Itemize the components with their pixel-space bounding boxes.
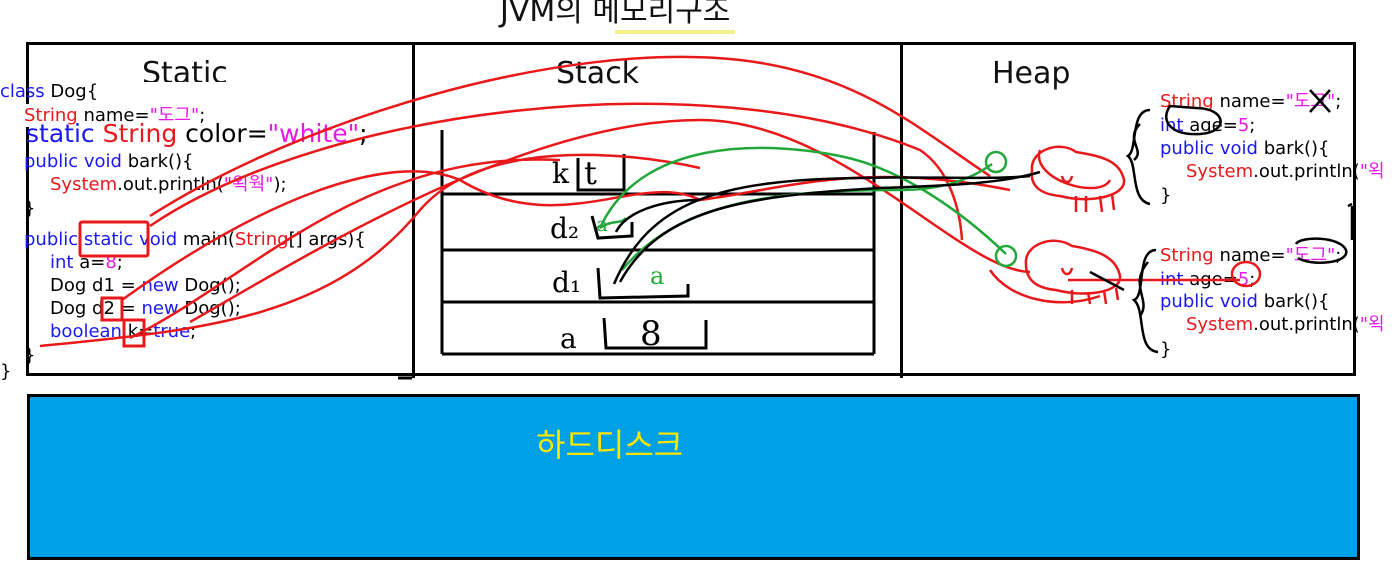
code-line-class: class Dog{ [0, 80, 98, 103]
stack-slot-a-value: 8 [640, 314, 662, 354]
heap-column-title: Heap [992, 56, 1071, 91]
code-type: String [102, 119, 178, 148]
code-text: ; [1335, 91, 1342, 112]
code-text: ; [199, 105, 206, 126]
heap-obj1-bark: public void bark(){ [1160, 137, 1329, 160]
stack-slot-k-label: k [552, 157, 569, 190]
stack-heap-divider [900, 42, 903, 378]
code-line-close-bark: } [24, 198, 36, 219]
code-text: ; [190, 321, 197, 342]
code-text: ; [1249, 115, 1256, 136]
code-keyword: static [83, 229, 134, 250]
code-number: 5 [1237, 115, 1250, 136]
code-number: 8 [105, 252, 117, 273]
code-type: System [1186, 314, 1254, 335]
code-text: name= [1213, 245, 1286, 266]
code-keyword: public void [1160, 291, 1258, 312]
hard-disk-label: 하드디스크 [536, 426, 684, 464]
code-line-color: static String color="white"; [26, 119, 368, 148]
jvm-memory-box [26, 42, 1356, 376]
heap-obj1-age: int age=5; [1160, 114, 1255, 137]
code-text: Dog{ [44, 81, 99, 102]
code-line-close-main: } [24, 345, 36, 366]
code-type: String [234, 229, 289, 250]
code-type: String [1160, 245, 1214, 266]
code-text: age= [1183, 115, 1238, 136]
code-text: bark(){ [1257, 138, 1330, 159]
heap-obj2-close: } [1160, 339, 1172, 360]
stack-slot-a-label: a [560, 322, 577, 355]
code-text: name= [1213, 91, 1286, 112]
heap-obj2-name: String name="도그"; [1160, 244, 1341, 267]
stack-slot-d1-value: a [650, 262, 665, 290]
code-text: ; [1249, 269, 1256, 290]
code-text: ); [273, 174, 287, 195]
heap-obj1-println: System.out.println("왹 [1186, 160, 1394, 183]
heap-obj2-bark: public void bark(){ [1160, 290, 1329, 313]
code-keyword: static [26, 119, 95, 148]
page-title: JVM의 메모리구조 [500, 0, 731, 29]
code-text: bark(){ [121, 151, 194, 172]
code-text: .out.println( [1253, 161, 1360, 182]
hard-disk-panel [27, 394, 1360, 560]
title-highlight [615, 30, 735, 34]
code-text: Dog d2 = [50, 298, 142, 319]
code-line-close-class: } [0, 361, 12, 382]
code-text: .out.println( [117, 174, 224, 195]
red-reference-curves [39, 55, 1262, 348]
code-text: ; [1335, 245, 1342, 266]
heap-brackets [1125, 89, 1354, 354]
code-keyword: class [0, 81, 45, 102]
static-column-title: Static [142, 56, 228, 82]
code-keyword: new [141, 298, 179, 319]
stack-slot-d2-label: d₂ [550, 212, 580, 245]
code-line-name: String name="도그"; [24, 104, 206, 127]
code-number: 5 [1237, 269, 1250, 290]
heap-obj2-println: System.out.println("왹 [1186, 313, 1394, 336]
code-keyword: boolean [50, 321, 122, 342]
code-line-bark: public void bark(){ [24, 150, 193, 173]
code-string: "도그" [1285, 245, 1336, 266]
stack-slot-d1-label: d₁ [552, 266, 582, 299]
code-line-println: System.out.println("왹웍"); [50, 173, 287, 196]
code-type: String [24, 105, 78, 126]
code-keyword: int [50, 252, 74, 273]
code-text: .out.println( [1253, 314, 1360, 335]
heap-obj1-close: } [1160, 185, 1172, 206]
black-reference-curves [612, 170, 1125, 292]
code-type: System [50, 174, 118, 195]
code-text: bark(){ [1257, 291, 1330, 312]
code-type: System [1186, 161, 1254, 182]
static-stack-divider [412, 42, 415, 378]
code-text: color= [177, 119, 268, 148]
code-keyword: public [24, 229, 79, 250]
code-string: "도그" [149, 105, 200, 126]
green-reference-curves [598, 146, 1018, 271]
code-text: Dog d1 = [50, 275, 142, 296]
code-string: "왹 [1359, 161, 1385, 182]
code-text: name= [77, 105, 150, 126]
code-keyword: public void [24, 151, 122, 172]
code-text: ; [359, 119, 368, 148]
code-keyword: public void [1160, 138, 1258, 159]
code-string: "왹 [1359, 314, 1385, 335]
code-text: ; [116, 252, 123, 273]
stack-slot-k-value: t [584, 154, 597, 192]
